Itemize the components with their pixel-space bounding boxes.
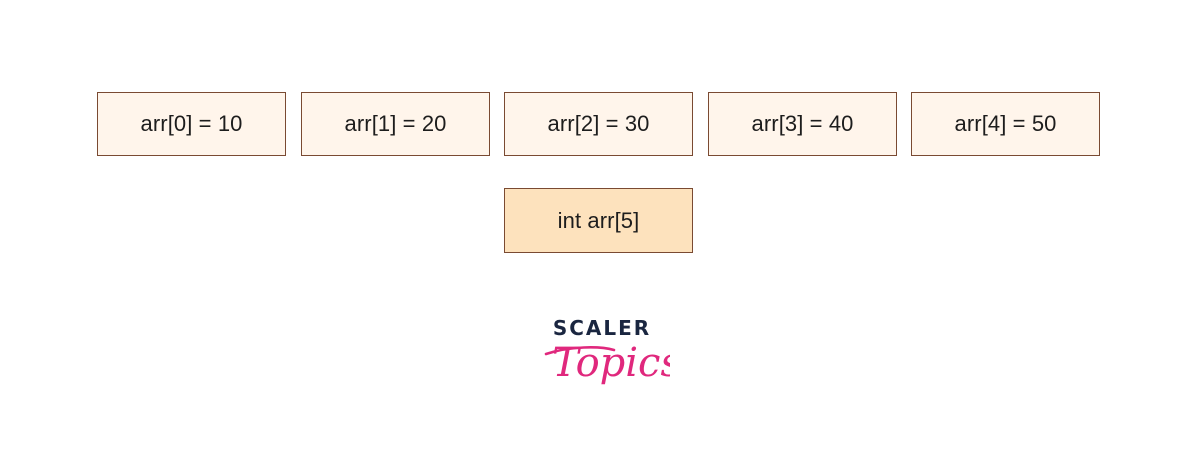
array-cell-3: arr[3] = 40 <box>708 92 897 156</box>
array-cell-4: arr[4] = 50 <box>911 92 1100 156</box>
array-cell-2: arr[2] = 30 <box>504 92 693 156</box>
array-cell-0: arr[0] = 10 <box>97 92 286 156</box>
logo-wordmark: SCALER <box>552 316 652 340</box>
array-cell-1: arr[1] = 20 <box>301 92 490 156</box>
logo-script: Topics <box>544 340 670 386</box>
logo-swash <box>544 346 616 356</box>
array-declaration: int arr[5] <box>504 188 693 253</box>
scaler-topics-logo: SCALER Topics <box>540 314 670 406</box>
logo-script-text: Topics <box>552 340 670 386</box>
